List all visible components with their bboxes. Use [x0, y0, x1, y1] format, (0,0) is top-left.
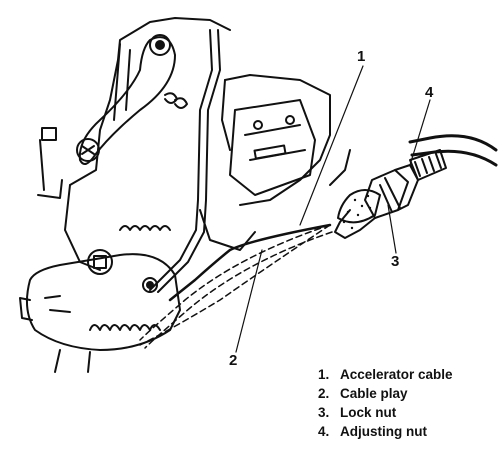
- carburetor-body: [37, 17, 351, 271]
- legend-number: 4.: [318, 424, 330, 439]
- throttle-lever: [76, 34, 176, 165]
- callout-4: 4: [425, 84, 434, 101]
- legend-item: 2. Cable play: [318, 384, 453, 403]
- legend-item: 4. Adjusting nut: [318, 422, 453, 441]
- cable-sleeve-stipple: [342, 194, 372, 230]
- cable-bracket: [229, 99, 316, 196]
- linkage-rod: [149, 29, 221, 293]
- legend-item: 3. Lock nut: [318, 403, 453, 422]
- legend-item: 1. Accelerator cable: [318, 365, 453, 384]
- leader-lines: [235, 65, 431, 353]
- legend-number: 1.: [318, 367, 330, 382]
- legend-number: 2.: [318, 386, 330, 401]
- legend-label: Cable play: [340, 386, 408, 401]
- callout-3: 3: [391, 253, 400, 270]
- legend-label: Adjusting nut: [340, 424, 427, 439]
- callout-2: 2: [229, 352, 238, 369]
- legend-number: 3.: [318, 405, 330, 420]
- nut-assembly: [334, 149, 447, 239]
- throttle-cam: [19, 249, 181, 373]
- legend: 1. Accelerator cable 2. Cable play 3. Lock …: [318, 365, 453, 441]
- legend-label: Lock nut: [340, 405, 397, 420]
- return-spring: [89, 92, 188, 331]
- legend-label: Accelerator cable: [340, 367, 453, 382]
- cable-play-dashed: [139, 224, 333, 349]
- callout-1: 1: [357, 48, 366, 65]
